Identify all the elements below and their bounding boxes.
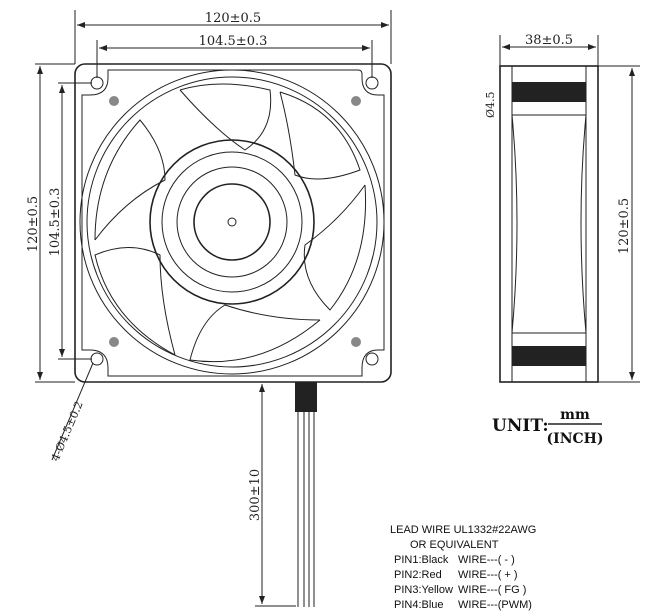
lead-wire-title: LEAD WIRE UL1332#22AWG xyxy=(390,524,537,536)
pin-label: PIN2:Red xyxy=(394,569,442,581)
dim-lead-length: 300±10 xyxy=(248,469,263,521)
side-frame xyxy=(499,65,599,383)
fan-axle xyxy=(227,217,237,227)
unit-text: UNIT: xyxy=(492,416,549,436)
fan-frame-inner xyxy=(81,69,385,377)
side-flange-bottom xyxy=(512,346,586,366)
fan-hub-center xyxy=(193,183,271,261)
pin-function: WIRE---( - ) xyxy=(458,554,515,566)
dim-overall-height: 120±0.5 xyxy=(26,196,41,252)
dim-depth: 38±0.5 xyxy=(525,33,573,48)
side-venturi xyxy=(511,114,587,334)
pin-label: PIN4:Blue xyxy=(394,599,444,611)
unit-secondary: (INCH) xyxy=(547,431,604,447)
pin-label: PIN1:Black xyxy=(394,554,449,566)
mounting-holes xyxy=(90,76,379,366)
side-flange-top xyxy=(512,82,586,102)
fan-hub-outer xyxy=(149,139,315,305)
side-view: 38±0.5 Ø4.5 120±0.5 xyxy=(484,33,640,383)
fan-shroud xyxy=(79,69,385,375)
wire-sleeve xyxy=(295,382,317,412)
leader-line-holes xyxy=(51,362,94,461)
dim-overall-width: 120±0.5 xyxy=(205,11,261,26)
dim-hole-diameter: Ø4.5 xyxy=(484,91,497,118)
fan-blades xyxy=(94,83,367,363)
lead-wire-spec: LEAD WIRE UL1332#22AWG OR EQUIVALENT PIN… xyxy=(390,523,536,613)
dim-hole-spacing-width: 104.5±0.3 xyxy=(199,34,268,49)
front-view: 120±0.5 104.5±0.3 120±0.5 104.5±0.3 4-Ø4… xyxy=(26,10,392,607)
pin-label: PIN3:Yellow xyxy=(394,584,453,596)
fan-hub-ring xyxy=(161,151,303,293)
pin-function: WIRE---( FG ) xyxy=(458,584,527,596)
unit-label: UNIT: mm (INCH) xyxy=(492,407,603,447)
fan-frame-outer xyxy=(74,63,392,383)
dim-mounting-holes: 4-Ø4.5±0.2 xyxy=(49,399,86,463)
pin-function: WIRE---( + ) xyxy=(458,569,518,581)
lead-wires xyxy=(297,412,315,607)
unit-primary: mm xyxy=(560,407,590,423)
dim-hole-spacing-height: 104.5±0.3 xyxy=(48,188,63,257)
dim-side-height: 120±0.5 xyxy=(617,198,632,254)
fan-shroud-inner xyxy=(86,76,378,368)
lead-wire-subtitle: OR EQUIVALENT xyxy=(410,539,499,551)
fan-hub-ring xyxy=(176,166,288,278)
pin-function: WIRE---(PWM) xyxy=(458,599,532,611)
